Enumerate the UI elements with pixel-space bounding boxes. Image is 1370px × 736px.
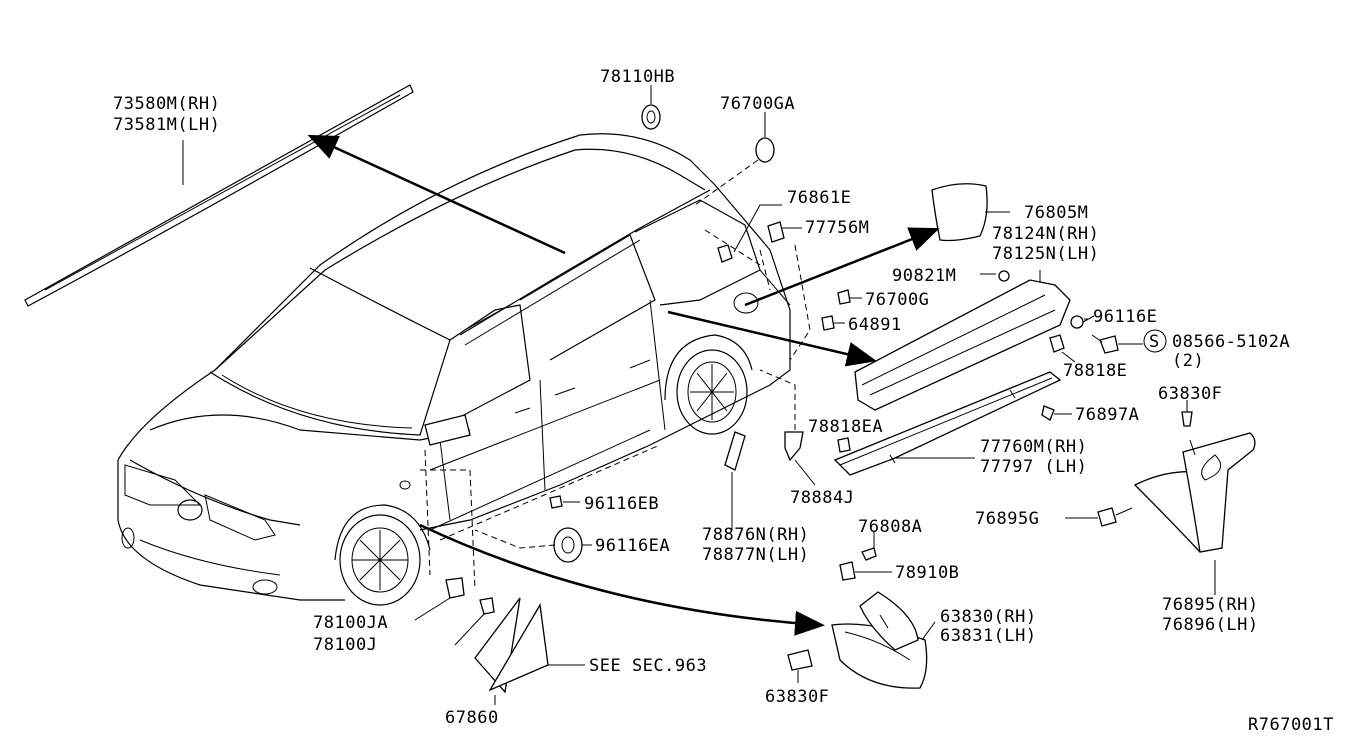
label-78125n: 78125N(LH) bbox=[992, 244, 1099, 264]
fuel-lid-76805m bbox=[931, 183, 988, 242]
clip-78100ja bbox=[445, 577, 465, 599]
label-08566: 08566-5102A bbox=[1172, 332, 1290, 352]
label-76700ga: 76700GA bbox=[720, 94, 795, 114]
leader-78818e bbox=[1061, 351, 1076, 363]
dash-78884j bbox=[759, 369, 796, 430]
tape-77756m bbox=[767, 221, 785, 243]
dash-front-clips bbox=[420, 449, 476, 591]
label-76700g: 76700G bbox=[865, 290, 929, 310]
label-64891: 64891 bbox=[848, 315, 902, 335]
label-96116eb: 96116EB bbox=[584, 494, 659, 514]
clip-78100j bbox=[479, 597, 495, 615]
label-67860: 67860 bbox=[445, 708, 499, 728]
leader-96116e bbox=[1082, 315, 1095, 323]
label-76805m: 76805M bbox=[1024, 203, 1088, 223]
leader-76861e bbox=[733, 204, 782, 253]
label-73581m: 73581M(LH) bbox=[113, 115, 220, 135]
clip-78818ea bbox=[837, 437, 851, 453]
mud-guard-arrow bbox=[419, 523, 825, 636]
leader-78100ja bbox=[414, 597, 451, 621]
label-76896: 76896(LH) bbox=[1162, 615, 1259, 635]
part-64891 bbox=[821, 315, 835, 331]
leader-78100j bbox=[454, 613, 485, 646]
leader-76895g bbox=[1115, 507, 1133, 516]
label-78100j: 78100J bbox=[313, 635, 377, 655]
screw-76895g bbox=[1097, 507, 1117, 527]
label-78818ea: 78818EA bbox=[808, 417, 883, 437]
diagram-reference-code: R767001T bbox=[1248, 715, 1334, 735]
label-63830f-top: 63830F bbox=[1158, 384, 1222, 404]
part-76700g bbox=[837, 289, 851, 305]
leader-63830 bbox=[921, 621, 936, 641]
label-96116ea: 96116EA bbox=[595, 536, 670, 556]
dash-76700ga bbox=[694, 159, 759, 206]
label-76808a: 76808A bbox=[858, 517, 922, 537]
see-sec-963-part bbox=[488, 603, 549, 692]
label-76895g: 76895G bbox=[975, 509, 1039, 529]
label-77797: 77797 (LH) bbox=[980, 457, 1087, 477]
clip-96116e bbox=[1070, 315, 1084, 329]
dash-rear-parts bbox=[704, 229, 811, 361]
roof-molding-icon bbox=[24, 84, 414, 307]
cap-76700ga bbox=[755, 137, 775, 163]
label-78877n: 78877N(LH) bbox=[702, 545, 809, 565]
label-78100ja: 78100JA bbox=[313, 613, 388, 633]
grommet-96116ea bbox=[553, 527, 583, 563]
screw-76808a bbox=[861, 547, 877, 561]
label-78124n: 78124N(RH) bbox=[992, 224, 1099, 244]
label-78110hb: 78110HB bbox=[600, 67, 675, 87]
clip-90821m bbox=[998, 270, 1010, 282]
s-marker-circle bbox=[1143, 329, 1167, 353]
label-63831: 63831(LH) bbox=[940, 626, 1037, 646]
label-76895: 76895(RH) bbox=[1162, 595, 1259, 615]
label-63830f-bottom: 63830F bbox=[765, 687, 829, 707]
label-s-marker: S bbox=[1149, 332, 1160, 352]
minivan-outline-icon bbox=[117, 133, 791, 606]
label-qty-2: (2) bbox=[1172, 351, 1204, 371]
seal-78876n bbox=[724, 431, 746, 471]
clip-78910b bbox=[839, 561, 856, 581]
label-see-sec-963: SEE SEC.963 bbox=[589, 656, 707, 676]
label-90821m: 90821M bbox=[892, 266, 956, 286]
leader-78884j bbox=[794, 459, 816, 486]
clip-76897a bbox=[1041, 405, 1055, 421]
screw-icon bbox=[1091, 334, 1119, 354]
label-73580m: 73580M(RH) bbox=[113, 94, 220, 114]
label-78818e: 78818E bbox=[1063, 361, 1127, 381]
label-78876n: 78876N(RH) bbox=[702, 525, 809, 545]
clip-76861e bbox=[717, 244, 733, 263]
clip-78818e bbox=[1049, 334, 1065, 353]
front-mud-guard-63830 bbox=[831, 591, 928, 689]
clip-63830f-top bbox=[1181, 411, 1193, 427]
label-76861e: 76861E bbox=[787, 188, 851, 208]
fuel-lid-arrow bbox=[744, 227, 940, 307]
label-77756m: 77756M bbox=[805, 218, 869, 238]
clip-78884j bbox=[784, 431, 804, 462]
dash-96116ea bbox=[474, 529, 556, 549]
clip-96116eb bbox=[549, 495, 563, 509]
mud-guard-icon bbox=[1133, 432, 1256, 553]
label-96116e: 96116E bbox=[1093, 307, 1157, 327]
label-76897a: 76897A bbox=[1075, 405, 1139, 425]
label-78884j: 78884J bbox=[790, 488, 854, 508]
garnish-arrow bbox=[667, 310, 877, 367]
clip-63830f-bottom bbox=[787, 649, 813, 671]
label-63830: 63830(RH) bbox=[940, 607, 1037, 627]
grommet-icon bbox=[641, 104, 661, 130]
label-78910b: 78910B bbox=[895, 563, 959, 583]
roof-rail-arrow bbox=[307, 134, 566, 255]
label-77760m: 77760M(RH) bbox=[980, 437, 1087, 457]
